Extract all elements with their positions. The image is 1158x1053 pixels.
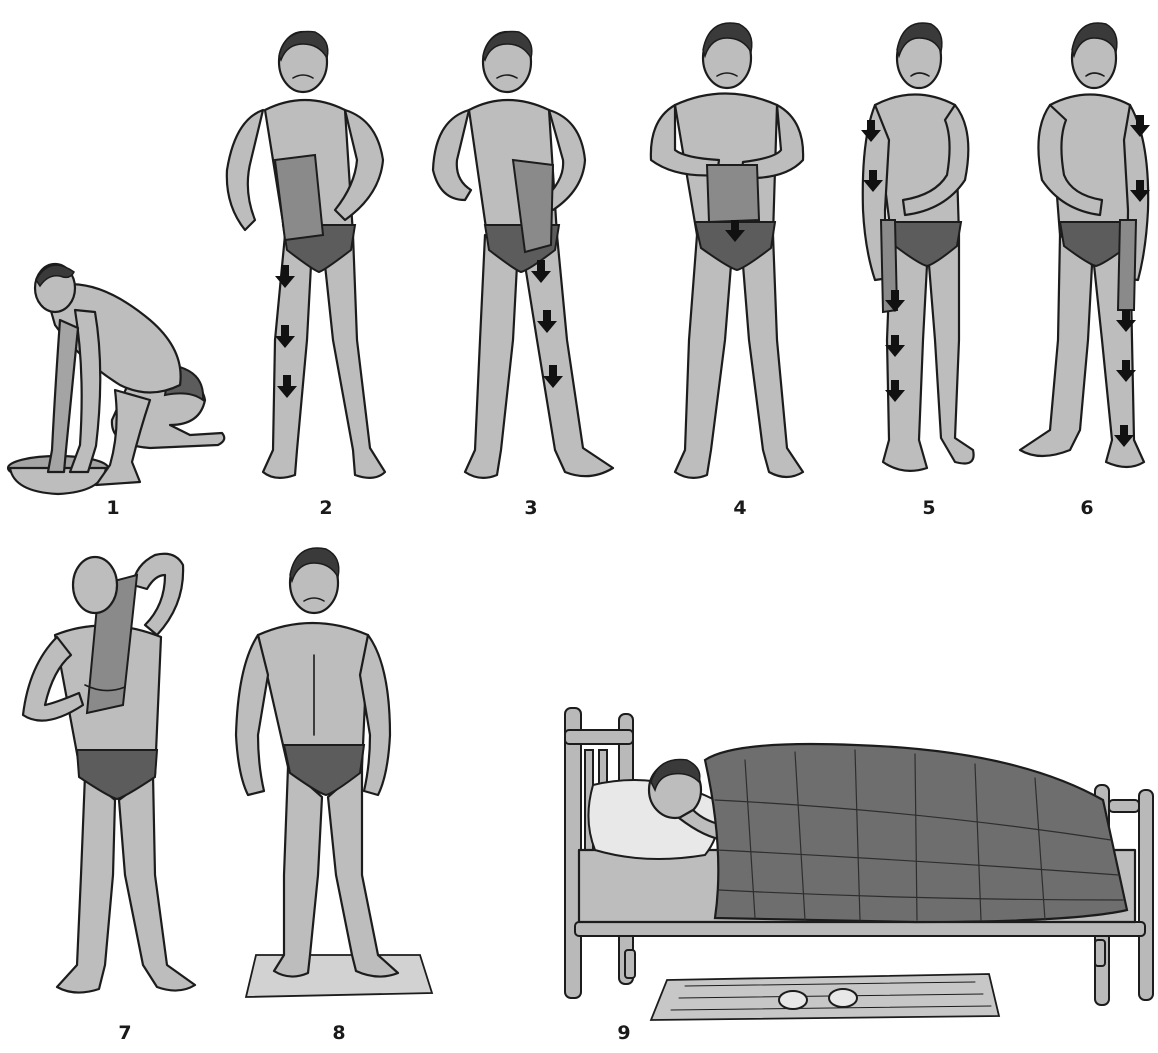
step-5-number: 5: [914, 497, 944, 519]
step-1-panel: 1: [0, 250, 240, 520]
man-rubbing-right-leg-icon: [425, 20, 615, 490]
step-6-number: 6: [1072, 497, 1102, 519]
step-8-panel: 8: [228, 535, 443, 1050]
man-rubbing-left-leg-icon: [215, 20, 395, 490]
step-7-panel: 7: [15, 545, 215, 1050]
man-resting-in-bed-icon: [555, 690, 1158, 1020]
man-rubbing-back-icon: [15, 545, 215, 1015]
man-rubbing-right-side-icon: [855, 10, 1005, 490]
step-2-panel: 2: [215, 20, 395, 520]
step-9-panel: 9: [555, 690, 1158, 1050]
step-3-number: 3: [516, 497, 546, 519]
step-9-number: 9: [609, 1022, 639, 1044]
step-4-number: 4: [725, 497, 755, 519]
step-2-number: 2: [311, 497, 341, 519]
step-7-number: 7: [110, 1022, 140, 1044]
step-6-panel: 6: [1010, 10, 1158, 520]
man-standing-on-mat-icon: [228, 535, 443, 1015]
step-5-panel: 5: [855, 10, 1005, 520]
step-1-number: 1: [98, 497, 128, 519]
step-3-panel: 3: [425, 20, 615, 520]
man-rubbing-abdomen-icon: [645, 10, 825, 490]
man-rubbing-left-side-icon: [1010, 10, 1158, 490]
man-kneeling-at-basin-icon: [0, 250, 240, 500]
step-8-number: 8: [324, 1022, 354, 1044]
step-4-panel: 4: [645, 10, 825, 520]
